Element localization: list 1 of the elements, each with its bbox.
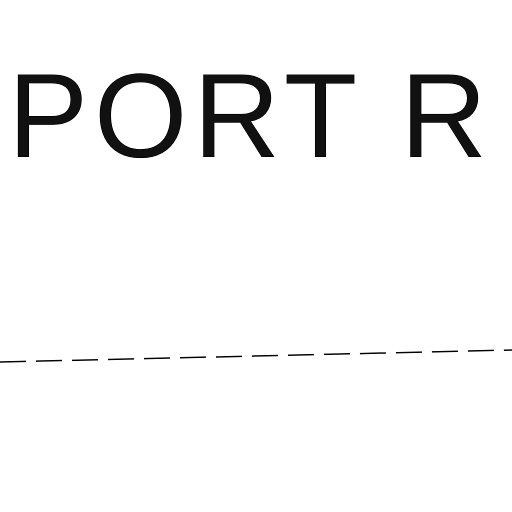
drawing-label: PORT R — [8, 56, 494, 176]
